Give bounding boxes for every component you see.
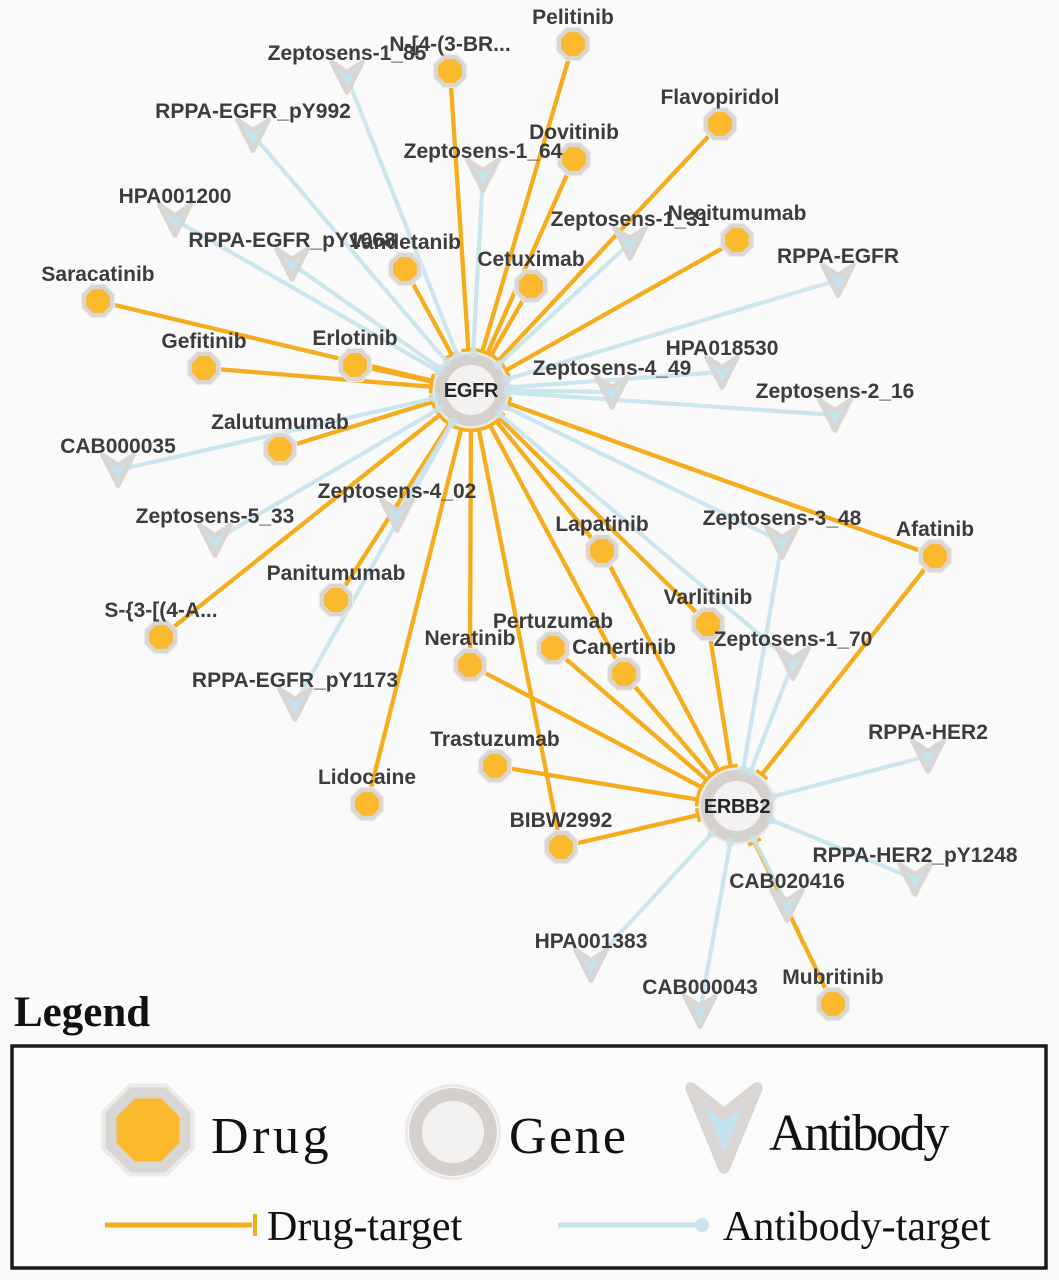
svg-text:Zeptosens-1_70: Zeptosens-1_70 xyxy=(714,628,873,651)
svg-text:Zalutumumab: Zalutumumab xyxy=(211,411,349,434)
svg-text:Mubritinib: Mubritinib xyxy=(782,966,883,989)
svg-text:ERBB2: ERBB2 xyxy=(704,796,770,818)
svg-text:Flavopiridol: Flavopiridol xyxy=(660,86,779,109)
svg-text:RPPA-HER2_pY1248: RPPA-HER2_pY1248 xyxy=(812,844,1017,867)
svg-text:Varlitinib: Varlitinib xyxy=(664,586,753,609)
svg-text:Zeptosens-2_16: Zeptosens-2_16 xyxy=(756,380,915,403)
svg-text:Legend: Legend xyxy=(14,989,150,1036)
svg-text:Antibody: Antibody xyxy=(769,1105,949,1162)
svg-text:Zeptosens-5_33: Zeptosens-5_33 xyxy=(136,505,295,528)
svg-text:Saracatinib: Saracatinib xyxy=(41,263,154,286)
svg-text:N-[4-(3-BR...: N-[4-(3-BR... xyxy=(389,33,510,56)
svg-text:Canertinib: Canertinib xyxy=(572,636,676,659)
svg-text:Vandetanib: Vandetanib xyxy=(349,231,461,254)
svg-text:Panitumumab: Panitumumab xyxy=(267,562,406,585)
svg-text:Trastuzumab: Trastuzumab xyxy=(430,728,560,751)
svg-text:HPA001383: HPA001383 xyxy=(535,930,648,953)
svg-text:Neratinib: Neratinib xyxy=(424,627,515,650)
svg-text:Lapatinib: Lapatinib xyxy=(555,513,648,536)
svg-text:BIBW2992: BIBW2992 xyxy=(510,809,613,832)
svg-text:Erlotinib: Erlotinib xyxy=(312,327,397,350)
svg-text:Afatinib: Afatinib xyxy=(896,518,974,541)
svg-text:Pelitinib: Pelitinib xyxy=(532,6,614,29)
svg-text:CAB000043: CAB000043 xyxy=(642,976,758,999)
svg-text:Drug: Drug xyxy=(211,1108,332,1165)
svg-text:Cetuximab: Cetuximab xyxy=(477,248,584,271)
svg-text:Zeptosens-1_85: Zeptosens-1_85 xyxy=(268,42,427,65)
svg-text:RPPA-HER2: RPPA-HER2 xyxy=(868,721,988,744)
svg-text:Dovitinib: Dovitinib xyxy=(529,121,619,144)
svg-text:Necitumumab: Necitumumab xyxy=(668,202,807,225)
svg-text:Zeptosens-3_48: Zeptosens-3_48 xyxy=(703,507,862,530)
svg-text:Zeptosens-4_49: Zeptosens-4_49 xyxy=(533,357,692,380)
svg-text:HPA018530: HPA018530 xyxy=(666,337,779,360)
svg-text:RPPA-EGFR: RPPA-EGFR xyxy=(777,245,899,268)
svg-text:Gefitinib: Gefitinib xyxy=(161,330,246,353)
svg-text:CAB000035: CAB000035 xyxy=(60,435,176,458)
svg-text:Zeptosens-1_64: Zeptosens-1_64 xyxy=(404,140,563,163)
svg-text:Pertuzumab: Pertuzumab xyxy=(493,610,613,633)
svg-text:HPA001200: HPA001200 xyxy=(119,185,232,208)
svg-text:RPPA-EGFR_pY1173: RPPA-EGFR_pY1173 xyxy=(192,669,398,692)
svg-text:Zeptosens-4_02: Zeptosens-4_02 xyxy=(318,480,477,503)
svg-text:CAB020416: CAB020416 xyxy=(729,870,845,893)
svg-text:S-{3-[(4-A...: S-{3-[(4-A... xyxy=(104,599,217,622)
svg-text:EGFR: EGFR xyxy=(444,380,499,402)
svg-text:Lidocaine: Lidocaine xyxy=(318,766,416,789)
svg-text:Gene: Gene xyxy=(509,1108,628,1165)
svg-text:RPPA-EGFR_pY1068: RPPA-EGFR_pY1068 xyxy=(188,229,396,252)
svg-text:Zeptosens-1_31: Zeptosens-1_31 xyxy=(551,208,710,231)
svg-text:Antibody-target: Antibody-target xyxy=(723,1204,991,1250)
svg-text:Drug-target: Drug-target xyxy=(267,1204,462,1250)
svg-text:RPPA-EGFR_pY992: RPPA-EGFR_pY992 xyxy=(155,100,351,123)
